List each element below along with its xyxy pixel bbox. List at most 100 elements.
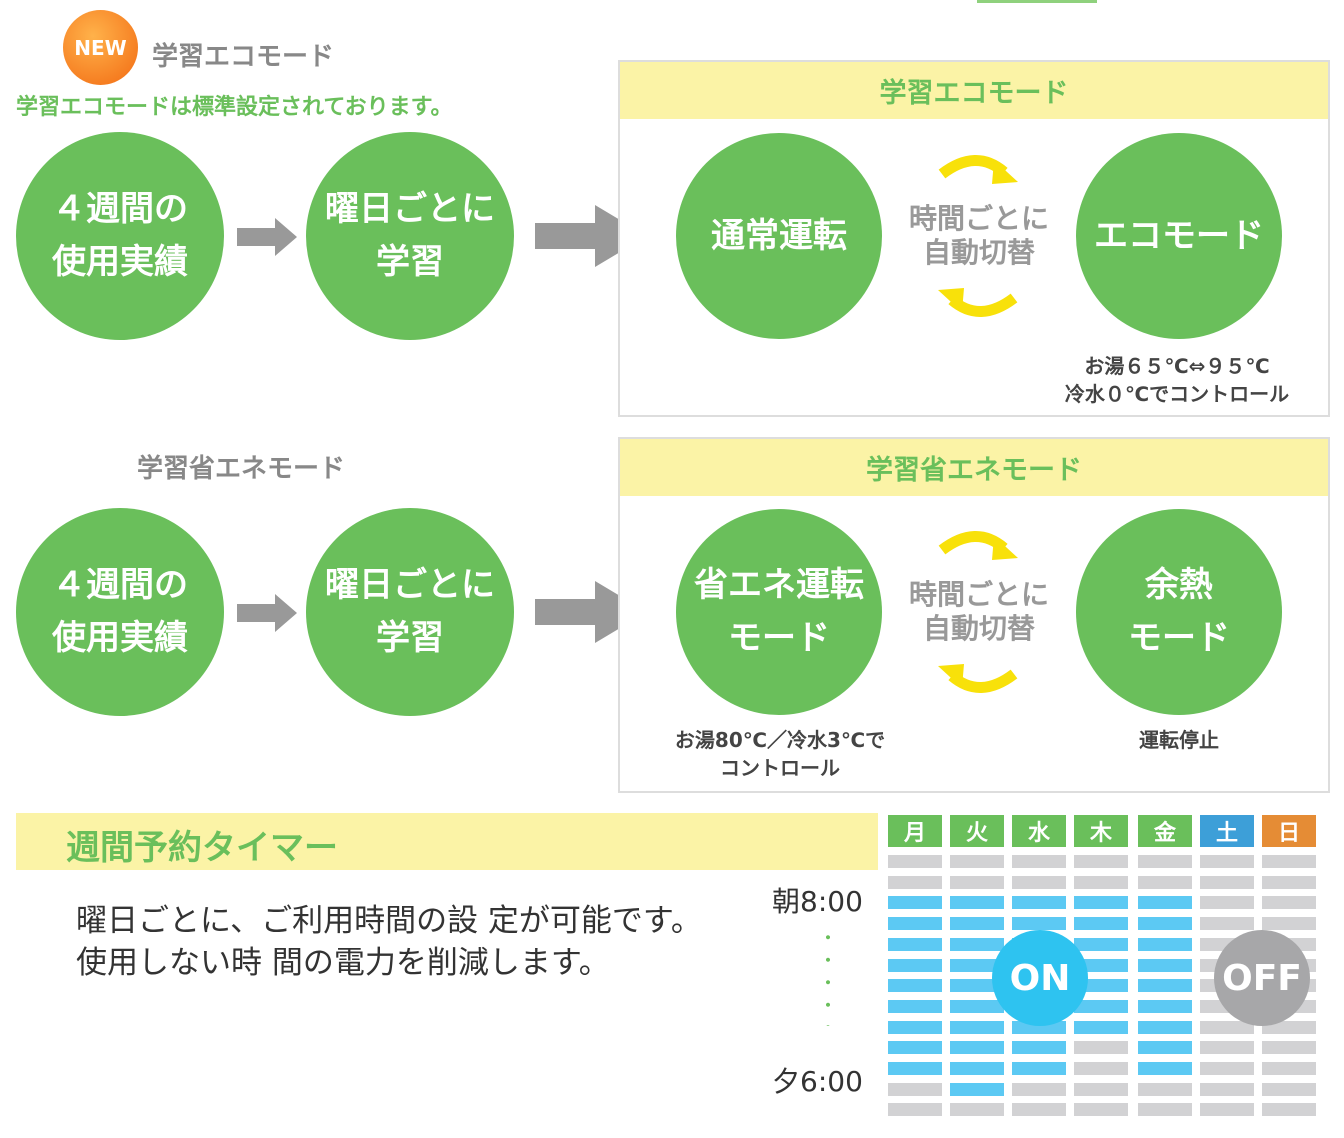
usage-history-circle: ４週間の使用実績 bbox=[16, 132, 224, 340]
timer-slot-on[interactable] bbox=[1012, 1062, 1066, 1075]
timer-slot-off[interactable] bbox=[1138, 1103, 1192, 1117]
timer-slot-off[interactable] bbox=[1262, 896, 1316, 910]
timer-slot-on[interactable] bbox=[1138, 1020, 1192, 1034]
timer-slot-off[interactable] bbox=[1138, 875, 1192, 889]
timer-slot-off[interactable] bbox=[950, 855, 1004, 868]
timer-slot-off[interactable] bbox=[1200, 1082, 1254, 1096]
eco-mode-title: 学習エコモード bbox=[152, 42, 335, 72]
timer-slot-off[interactable] bbox=[1200, 1062, 1254, 1075]
timer-slot-on[interactable] bbox=[888, 896, 942, 910]
timer-slot-off[interactable] bbox=[1074, 1103, 1128, 1117]
timer-slot-on[interactable] bbox=[1074, 917, 1128, 931]
timer-slot-off[interactable] bbox=[1200, 1020, 1254, 1034]
timer-slot-off[interactable] bbox=[1262, 1041, 1316, 1055]
timer-slot-off[interactable] bbox=[1200, 1103, 1254, 1117]
timer-slot-on[interactable] bbox=[1138, 999, 1192, 1013]
timer-slot-on[interactable] bbox=[888, 958, 942, 972]
timer-slot-on[interactable] bbox=[1138, 917, 1192, 931]
timer-slot-on[interactable] bbox=[1138, 958, 1192, 972]
arrow-right-icon bbox=[237, 594, 297, 632]
timer-slot-off[interactable] bbox=[1200, 875, 1254, 889]
timer-slot-off[interactable] bbox=[1262, 875, 1316, 889]
timer-slot-on[interactable] bbox=[950, 979, 1004, 993]
timer-slot-off[interactable] bbox=[1074, 875, 1128, 889]
start-time-label: 朝8:00 bbox=[772, 885, 863, 918]
timer-slot-on[interactable] bbox=[1074, 937, 1128, 951]
cycle-arrow-top-icon bbox=[938, 531, 1018, 560]
timer-slot-on[interactable] bbox=[888, 979, 942, 993]
timer-slot-off[interactable] bbox=[950, 875, 1004, 889]
timer-slot-on[interactable] bbox=[1138, 1062, 1192, 1075]
timer-slot-on[interactable] bbox=[950, 937, 1004, 951]
save-switch-label: 時間ごとに自動切替 bbox=[908, 578, 1049, 645]
time-range-dots bbox=[826, 926, 830, 1026]
on-badge: ON bbox=[992, 930, 1088, 1026]
operation-stop-note: 運転停止 bbox=[1139, 728, 1219, 752]
timer-slot-off[interactable] bbox=[1262, 1082, 1316, 1096]
timer-slot-on[interactable] bbox=[950, 896, 1004, 910]
timer-slot-off[interactable] bbox=[888, 1103, 942, 1117]
timer-slot-off[interactable] bbox=[1200, 1041, 1254, 1055]
timer-slot-off[interactable] bbox=[1012, 855, 1066, 868]
save-box-title: 学習省エネモード bbox=[620, 439, 1328, 496]
timer-slot-off[interactable] bbox=[888, 1082, 942, 1096]
timer-slot-on[interactable] bbox=[950, 917, 1004, 931]
timer-slot-off[interactable] bbox=[1012, 875, 1066, 889]
timer-slot-off[interactable] bbox=[950, 1103, 1004, 1117]
timer-slot-on[interactable] bbox=[950, 999, 1004, 1013]
timer-slot-off[interactable] bbox=[1138, 855, 1192, 868]
energy-save-operation-circle: 省エネ運転モード bbox=[676, 509, 882, 715]
day-header: 月 bbox=[888, 815, 942, 847]
timer-slot-off[interactable] bbox=[1200, 917, 1254, 931]
timer-slot-off[interactable] bbox=[1262, 1103, 1316, 1117]
timer-slot-on[interactable] bbox=[1138, 979, 1192, 993]
timer-slot-on[interactable] bbox=[888, 937, 942, 951]
timer-slot-off[interactable] bbox=[1074, 1062, 1128, 1075]
eco-mode-box: 学習エコモード bbox=[618, 60, 1330, 417]
timer-slot-off[interactable] bbox=[1138, 1082, 1192, 1096]
day-header: 火 bbox=[950, 815, 1004, 847]
timer-slot-off[interactable] bbox=[888, 875, 942, 889]
timer-slot-off[interactable] bbox=[1262, 917, 1316, 931]
timer-slot-off[interactable] bbox=[1074, 1082, 1128, 1096]
timer-slot-off[interactable] bbox=[888, 855, 942, 868]
timer-slot-on[interactable] bbox=[1138, 896, 1192, 910]
timer-slot-on[interactable] bbox=[888, 917, 942, 931]
usage-history-circle-2: ４週間の使用実績 bbox=[16, 508, 224, 716]
timer-slot-off[interactable] bbox=[1012, 1103, 1066, 1117]
timer-slot-on[interactable] bbox=[950, 1041, 1004, 1055]
timer-slot-on[interactable] bbox=[888, 999, 942, 1013]
arrow-right-icon bbox=[237, 218, 297, 256]
timer-slot-on[interactable] bbox=[950, 1082, 1004, 1096]
timer-slot-on[interactable] bbox=[1074, 999, 1128, 1013]
timer-slot-off[interactable] bbox=[1200, 896, 1254, 910]
timer-slot-on[interactable] bbox=[1012, 1041, 1066, 1055]
energy-save-mode-title: 学習省エネモード bbox=[137, 454, 346, 484]
timer-slot-off[interactable] bbox=[1074, 855, 1128, 868]
day-header: 日 bbox=[1262, 815, 1316, 847]
normal-operation-circle: 通常運転 bbox=[676, 133, 882, 339]
timer-slot-on[interactable] bbox=[1074, 896, 1128, 910]
timer-title: 週間予約タイマー bbox=[66, 828, 338, 868]
weekday-learning-circle-2: 曜日ごとに学習 bbox=[306, 508, 514, 716]
timer-slot-off[interactable] bbox=[1262, 855, 1316, 868]
timer-slot-off[interactable] bbox=[1200, 855, 1254, 868]
timer-slot-on[interactable] bbox=[950, 958, 1004, 972]
timer-slot-on[interactable] bbox=[888, 1020, 942, 1034]
timer-slot-off[interactable] bbox=[1012, 1082, 1066, 1096]
timer-slot-on[interactable] bbox=[1138, 937, 1192, 951]
timer-slot-on[interactable] bbox=[1074, 1020, 1128, 1034]
timer-slot-on[interactable] bbox=[1138, 1041, 1192, 1055]
timer-slot-on[interactable] bbox=[1012, 917, 1066, 931]
timer-slot-on[interactable] bbox=[950, 1062, 1004, 1075]
timer-slot-on[interactable] bbox=[1074, 958, 1128, 972]
weekday-learning-circle: 曜日ごとに学習 bbox=[306, 132, 514, 340]
timer-slot-off[interactable] bbox=[1074, 1041, 1128, 1055]
cycle-arrow-top-icon bbox=[938, 155, 1018, 184]
timer-slot-on[interactable] bbox=[888, 1041, 942, 1055]
timer-slot-on[interactable] bbox=[1012, 896, 1066, 910]
timer-slot-on[interactable] bbox=[950, 1020, 1004, 1034]
timer-slot-on[interactable] bbox=[888, 1062, 942, 1075]
timer-slot-off[interactable] bbox=[1262, 1062, 1316, 1075]
